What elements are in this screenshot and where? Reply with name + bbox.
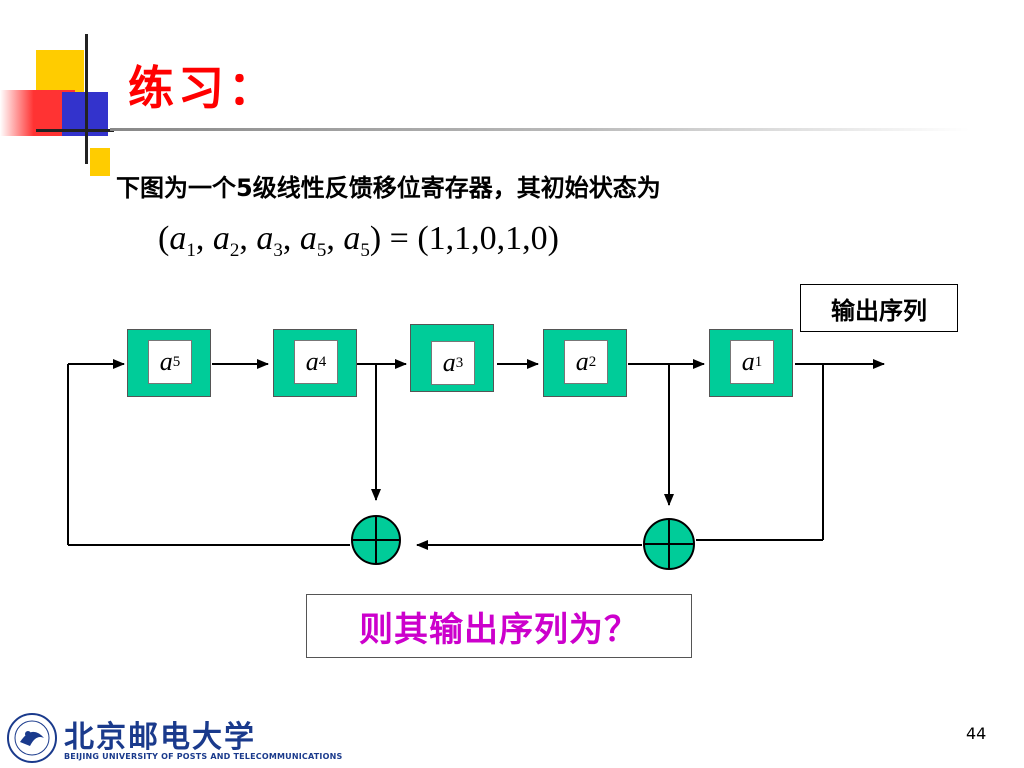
slide-title: 练习：: [128, 61, 278, 115]
initial-state-equation: (a1, a2, a3, a5, a5) = (1,1,0,1,0): [158, 220, 559, 261]
xor-adder-right: [643, 518, 695, 570]
university-seal-icon: [7, 713, 57, 763]
university-name-en: BEIJING UNIVERSITY OF POSTS AND TELECOMM…: [64, 752, 343, 761]
decor-square-yellow-small: [90, 148, 110, 176]
intro-text: 下图为一个5级线性反馈移位寄存器，其初始状态为: [116, 174, 661, 202]
page-number: 44: [966, 724, 987, 743]
decor-vertical-line: [85, 34, 88, 164]
output-sequence-label: 输出序列: [800, 284, 958, 332]
decor-horizontal-line: [36, 129, 114, 132]
university-name-cn: 北京邮电大学: [64, 720, 256, 755]
decor-square-yellow: [36, 50, 84, 96]
question-text: 则其输出序列为？: [306, 594, 692, 658]
title-rule: [110, 128, 970, 131]
xor-adder-left: [351, 515, 401, 565]
